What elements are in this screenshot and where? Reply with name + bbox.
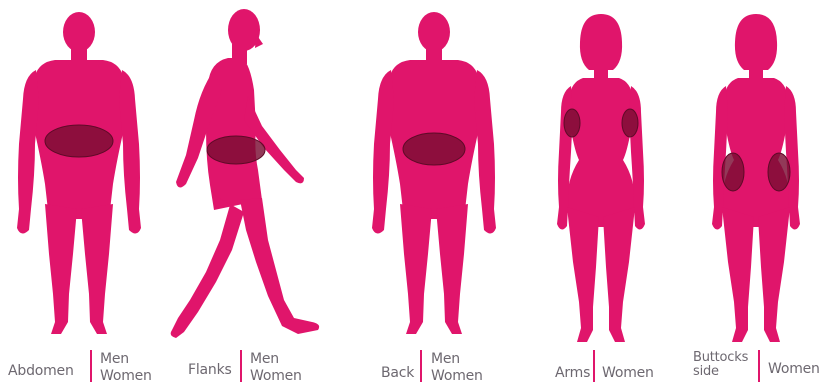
area-label: Back xyxy=(381,366,414,380)
figure-buttocks-side xyxy=(712,14,800,342)
left-buttock-zone xyxy=(722,153,744,191)
audience-label: Women xyxy=(100,369,152,383)
audience-label: Men xyxy=(431,352,460,366)
figure-flanks xyxy=(171,9,319,338)
back-zone xyxy=(403,133,465,165)
abdomen-zone xyxy=(45,125,113,157)
label-divider xyxy=(758,350,760,382)
area-label: Buttocks xyxy=(693,352,748,364)
right-buttock-zone xyxy=(768,153,790,191)
flanks-zone xyxy=(207,136,265,164)
man-back-silhouette xyxy=(372,12,496,334)
man-walking-silhouette xyxy=(171,9,319,338)
area-label: Arms xyxy=(555,366,590,380)
audience-label: Men xyxy=(100,352,129,366)
right-arm-zone xyxy=(622,109,638,137)
figure-abdomen xyxy=(17,12,141,334)
area-label: Abdomen xyxy=(8,364,74,378)
area-label: Flanks xyxy=(188,363,232,377)
figure-back xyxy=(372,12,496,334)
man-front-silhouette xyxy=(17,12,141,334)
label-divider xyxy=(420,350,422,382)
area-label: side xyxy=(693,366,719,378)
figure-arms xyxy=(557,14,645,342)
label-divider xyxy=(240,350,242,382)
woman-front-silhouette xyxy=(557,14,645,342)
audience-label: Women xyxy=(250,369,302,383)
audience-label: Men xyxy=(250,352,279,366)
audience-label: Women xyxy=(602,366,654,380)
audience-label: Women xyxy=(768,362,820,376)
left-arm-zone xyxy=(564,109,580,137)
label-divider xyxy=(90,350,92,382)
label-divider xyxy=(593,350,595,382)
audience-label: Women xyxy=(431,369,483,383)
